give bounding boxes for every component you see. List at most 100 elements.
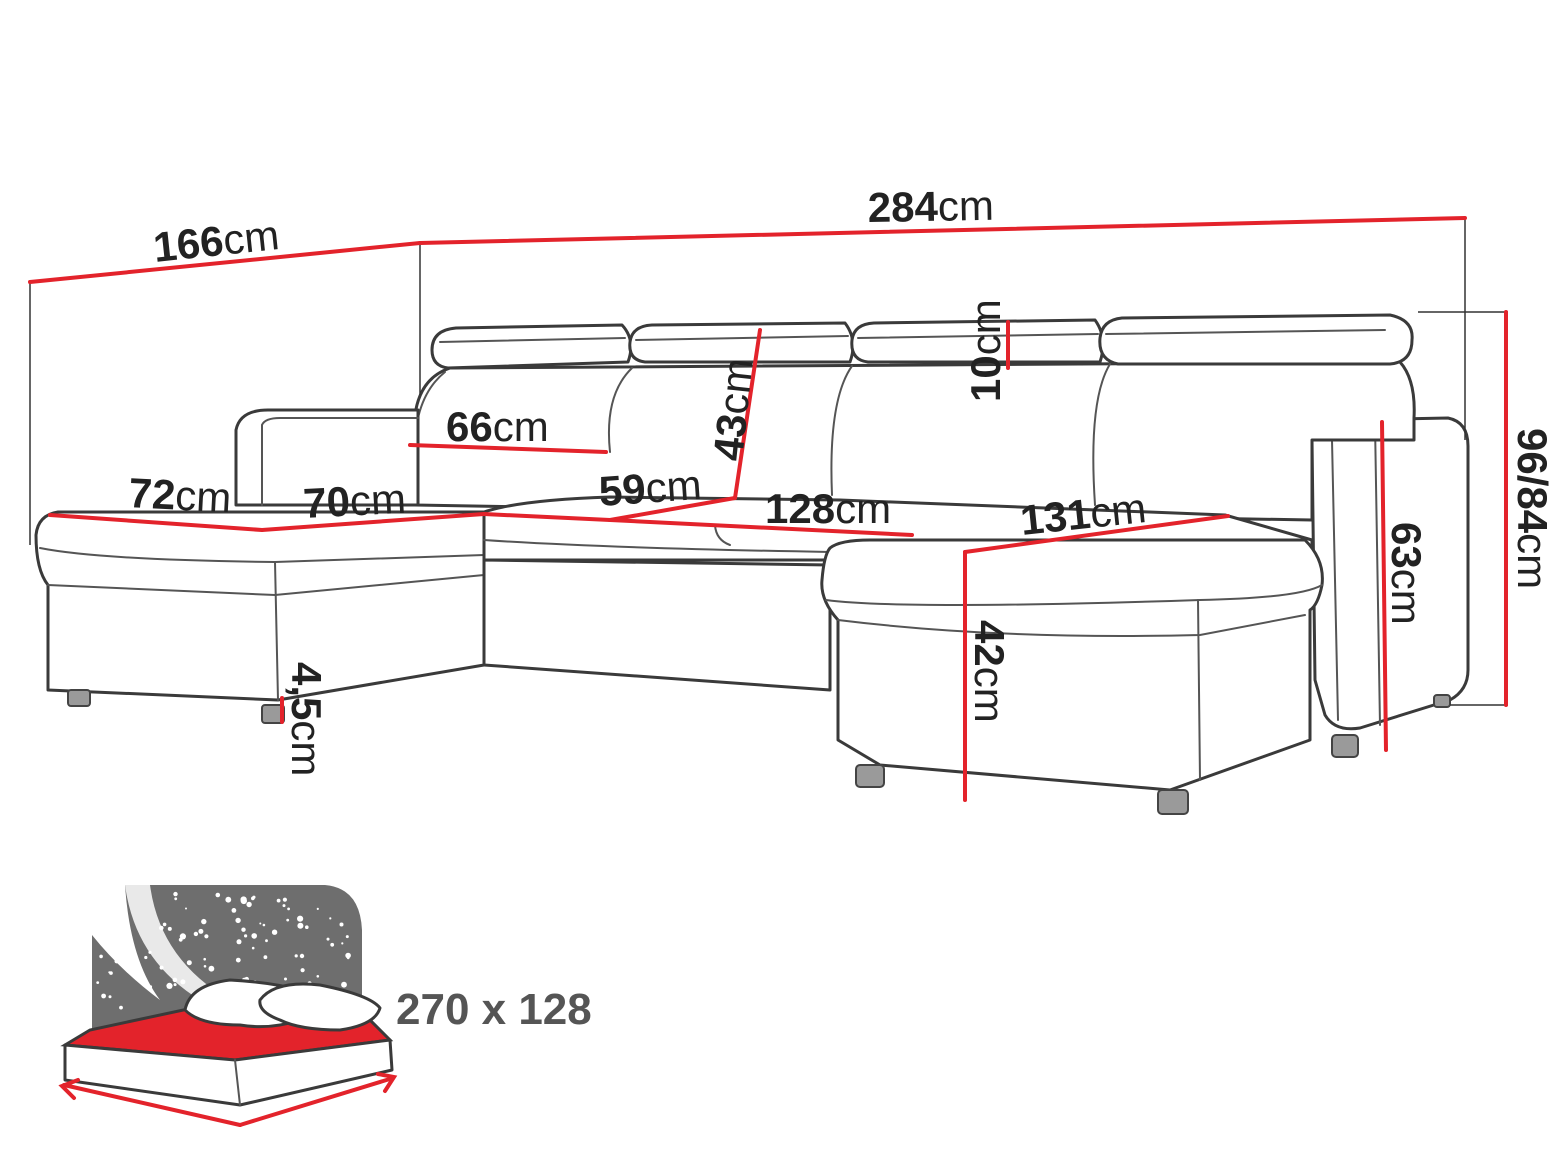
star-icon xyxy=(346,956,350,960)
dim-line-166 xyxy=(28,241,422,284)
star-icon xyxy=(282,897,287,902)
star-icon xyxy=(225,896,232,903)
star-icon xyxy=(123,959,128,964)
extension-lines xyxy=(29,218,1508,706)
pillow-2 xyxy=(258,982,382,1032)
label-166: 166cm xyxy=(151,211,281,271)
star-icon xyxy=(166,982,173,990)
star-icon xyxy=(276,898,281,903)
star-icon xyxy=(201,918,207,925)
star-icon xyxy=(316,975,320,978)
headrest-2 xyxy=(628,321,855,364)
backrest xyxy=(413,360,1416,522)
star-icon xyxy=(316,907,319,911)
star-icon xyxy=(178,937,183,942)
star-icon xyxy=(287,907,290,911)
star-icon xyxy=(284,977,287,981)
star-icon xyxy=(330,942,335,947)
star-icon xyxy=(339,922,344,927)
label-59: 59cm xyxy=(597,461,703,515)
star-icon xyxy=(114,945,117,949)
star-icon xyxy=(108,971,111,974)
dim-line-59b xyxy=(608,496,737,522)
star-icon xyxy=(259,922,262,925)
star-icon xyxy=(108,995,112,999)
dim-line-43 xyxy=(733,328,762,500)
bed-function-icon: 270 x 128 xyxy=(58,885,592,1127)
label-43: 43cm xyxy=(704,356,761,463)
star-icon xyxy=(198,928,204,934)
star-icon xyxy=(263,955,268,960)
dimension-labels: 166cm 284cm 10cm 43cm 66cm 72cm 70cm 59c… xyxy=(128,182,1556,777)
label-131: 131cm xyxy=(1018,484,1148,544)
star-icon xyxy=(251,946,255,950)
star-icon xyxy=(173,891,178,897)
star-icon xyxy=(203,957,206,961)
star-icon xyxy=(138,975,143,979)
star-icon xyxy=(179,933,186,940)
dimension-lines xyxy=(28,216,1508,802)
right-chaise xyxy=(820,538,1324,792)
star-icon xyxy=(162,922,167,927)
label-66: 66cm xyxy=(446,403,549,450)
label-96-84: 96/84cm xyxy=(1509,428,1556,589)
star-icon xyxy=(173,983,177,987)
label-72: 72cm xyxy=(128,469,233,521)
star-icon xyxy=(305,925,309,929)
star-icon xyxy=(185,907,187,910)
dim-line-66 xyxy=(408,443,608,454)
star-icon xyxy=(341,981,347,988)
star-icon xyxy=(235,957,241,963)
star-icon xyxy=(329,917,332,920)
label-63: 63cm xyxy=(1383,522,1430,625)
dim-line-70 xyxy=(260,512,486,532)
star-icon xyxy=(299,953,305,959)
dim-line-284 xyxy=(418,216,1467,245)
dim-line-59a xyxy=(482,512,612,522)
label-128: 128cm xyxy=(765,485,891,532)
star-icon xyxy=(265,939,268,943)
star-icon xyxy=(204,934,209,939)
label-10: 10cm xyxy=(962,299,1009,402)
dim-line-72 xyxy=(48,513,264,532)
star-icon xyxy=(341,942,344,945)
label-4-5: 4,5cm xyxy=(283,662,330,776)
dim-line-63 xyxy=(1380,420,1388,752)
middle-base xyxy=(482,558,832,692)
star-icon xyxy=(148,985,153,989)
star-icon xyxy=(167,926,172,931)
star-icon xyxy=(114,959,119,964)
left-armrest xyxy=(234,408,420,507)
star-icon xyxy=(236,939,242,945)
leg-1 xyxy=(67,689,91,707)
star-icon xyxy=(235,917,241,924)
star-icon xyxy=(251,896,255,901)
leg-6 xyxy=(1433,694,1451,708)
label-70: 70cm xyxy=(302,475,407,527)
star-icon xyxy=(271,929,278,935)
star-icon xyxy=(294,954,298,958)
sofa-drawing xyxy=(34,313,1470,815)
star-icon xyxy=(96,981,100,984)
star-icon xyxy=(215,892,221,898)
bed-size-label: 270 x 128 xyxy=(396,985,592,1034)
star-icon xyxy=(246,901,252,908)
left-chaise xyxy=(34,510,486,702)
star-icon xyxy=(144,955,148,960)
star-icon xyxy=(326,937,330,941)
label-284: 284cm xyxy=(867,182,994,231)
star-icon xyxy=(297,922,304,929)
star-icon xyxy=(282,904,286,908)
star-icon xyxy=(241,927,246,932)
star-icon xyxy=(101,993,106,999)
dim-line-131 xyxy=(963,514,1230,554)
star-icon xyxy=(262,923,266,927)
star-icon xyxy=(186,960,192,966)
headrest-1 xyxy=(430,323,633,370)
star-icon xyxy=(99,954,103,959)
star-icon xyxy=(345,952,351,959)
star-icon xyxy=(203,965,207,968)
size-arrow xyxy=(58,1072,398,1127)
leg-5 xyxy=(1331,734,1359,758)
